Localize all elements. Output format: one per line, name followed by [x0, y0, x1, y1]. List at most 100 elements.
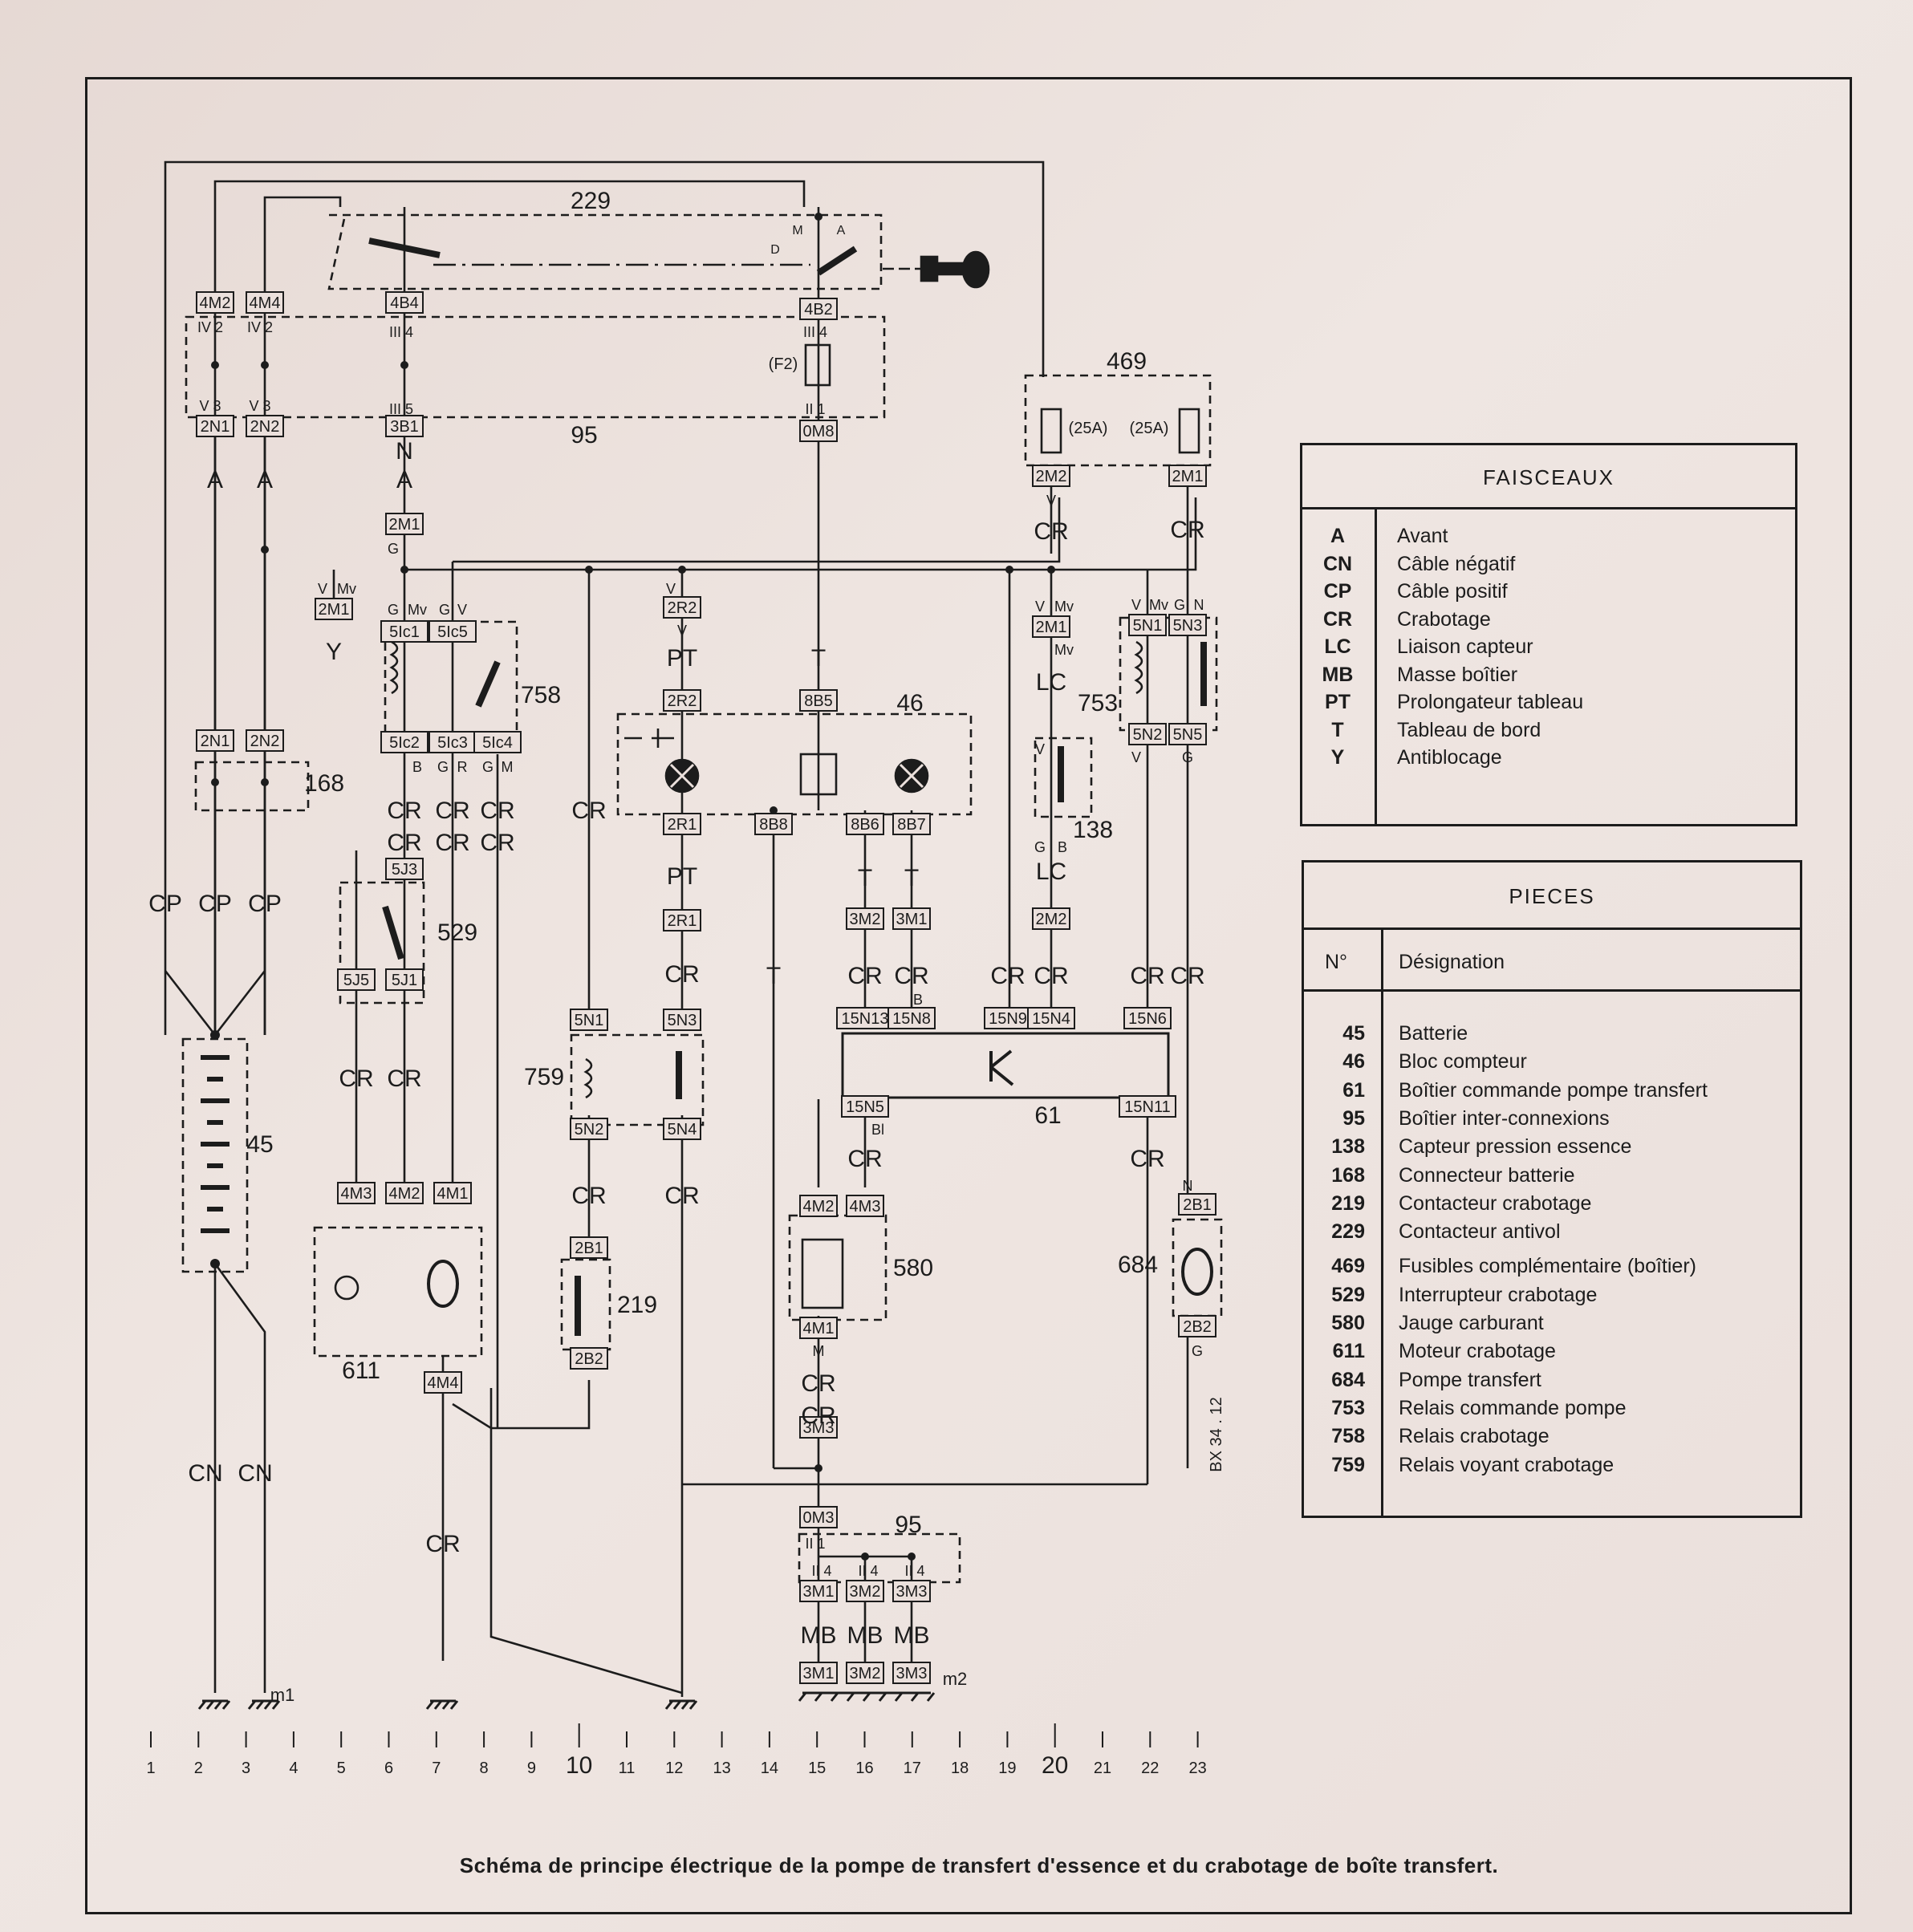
piece-number: 138 [1331, 1135, 1365, 1159]
connector-label-box [663, 813, 701, 835]
connector-label: 5Ic4 [482, 734, 513, 752]
connector-label-box [570, 1009, 608, 1031]
wire-label: CR [425, 1531, 460, 1557]
scale-number: 5 [337, 1760, 346, 1777]
piece-label: Interrupteur crabotage [1399, 1283, 1598, 1306]
connector-label-box [846, 907, 884, 930]
piece-number: 168 [1331, 1163, 1365, 1187]
connector-label: 4M1 [437, 1185, 469, 1203]
key-icon [920, 250, 990, 289]
component-label: 45 [246, 1131, 273, 1158]
connector-label-box [1168, 723, 1207, 745]
connector-label-box [799, 1506, 838, 1528]
connector-label-box [428, 620, 477, 643]
connector-label-box [663, 596, 701, 619]
scale-number: 3 [242, 1760, 250, 1777]
coil-753-icon [1134, 640, 1143, 695]
wire-label: CR [571, 1183, 606, 1209]
wire-label: CR [801, 1370, 835, 1397]
faisceau-code: CR [1322, 607, 1353, 631]
pin-mark: II 1 [805, 401, 825, 417]
box-759 [570, 1033, 705, 1126]
connector-label-box [1178, 1315, 1216, 1337]
wire-color: M [502, 759, 514, 775]
connector-label-box [570, 1347, 608, 1370]
wire-label: CR [1034, 518, 1068, 545]
diagram-frame [85, 77, 1852, 1914]
connector-label-box [846, 1580, 884, 1602]
connector-label: 3M1 [896, 911, 928, 928]
fuse-f2-icon [804, 343, 831, 387]
connector-label: 4M1 [803, 1320, 835, 1337]
gauge-580-icon [801, 1238, 844, 1309]
pieces-title: PIECES [1304, 862, 1800, 930]
wire-label: CR [1034, 963, 1068, 989]
piece-number: 759 [1331, 1453, 1365, 1476]
wire-label: CR [847, 963, 882, 989]
wire-label: CP [198, 891, 232, 917]
connector-label: 2R2 [668, 692, 697, 710]
pin-mark: V 3 [199, 398, 221, 414]
piece-number: 219 [1331, 1191, 1365, 1215]
wire-label: CR [387, 1065, 421, 1092]
connector-label-box [385, 1182, 424, 1204]
wire-label: CR [387, 830, 421, 856]
wire-color: V [666, 581, 676, 597]
piece-label: Moteur crabotage [1399, 1340, 1556, 1363]
connector-label: 15N5 [846, 1098, 884, 1116]
connector-label-box [196, 415, 234, 437]
scale-number: 4 [289, 1760, 298, 1777]
box-138 [1034, 737, 1093, 818]
wire-label: CR [894, 963, 928, 989]
scale-ticks [150, 1723, 1199, 1747]
wire-color: B [1058, 839, 1067, 855]
piece-label: Relais crabotage [1399, 1425, 1549, 1448]
faisceau-label: Antiblocage [1397, 746, 1502, 769]
pin-mark: III 4 [389, 324, 413, 340]
connector-label-box [663, 909, 701, 932]
piece-label: Contacteur antivol [1399, 1220, 1561, 1244]
component-label: 758 [521, 682, 561, 708]
connector-label: 15N9 [989, 1010, 1027, 1028]
connector-label: 5N5 [1173, 726, 1203, 744]
connector-label-box [663, 1118, 701, 1140]
scale-number: 13 [713, 1760, 730, 1777]
connector-label-box [799, 298, 838, 320]
connector-label: 15N6 [1128, 1010, 1167, 1028]
faisceau-label: Crabotage [1397, 607, 1491, 631]
component-label: 95 [895, 1512, 921, 1538]
scale-number: 11 [619, 1760, 636, 1777]
wire-color: B [913, 992, 923, 1008]
component-label: (25A) [1069, 420, 1108, 437]
connector-label-box [799, 420, 838, 442]
junction-dots [210, 213, 1055, 1561]
connector-label-box [799, 1195, 838, 1217]
connector-label-box [1032, 907, 1070, 930]
connector-label-box [754, 813, 793, 835]
piece-label: Bloc compteur [1399, 1050, 1527, 1074]
faisceau-code: A [1330, 525, 1346, 547]
connector-label: 2M1 [1172, 468, 1204, 485]
switch-229-a-icon [368, 237, 441, 258]
connector-label: 2R1 [668, 816, 697, 834]
connector-label: 4M2 [803, 1198, 835, 1216]
wire-label: CR [480, 798, 514, 824]
connector-label: 2B2 [1183, 1318, 1212, 1336]
connector-label-box [570, 1118, 608, 1140]
component-label: 46 [896, 690, 923, 716]
connector-label: 0M3 [803, 1509, 835, 1527]
connector-label-box [1168, 465, 1207, 487]
connector-label-box [246, 729, 284, 752]
connector-label: 5J5 [343, 972, 369, 989]
piece-number: 46 [1342, 1050, 1365, 1074]
box-684 [1172, 1218, 1223, 1317]
wire-color: Mv [1054, 642, 1074, 658]
wire-color: G [1182, 749, 1193, 765]
pin-mark: V 3 [249, 398, 270, 414]
